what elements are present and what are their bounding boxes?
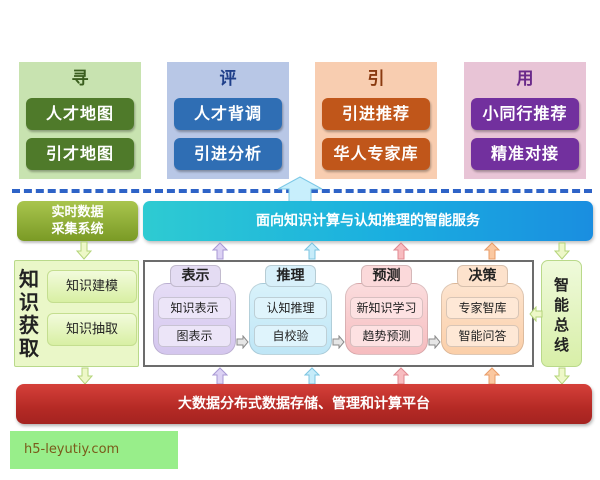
- cognitive-reasoning-button[interactable]: 认知推理: [254, 297, 327, 319]
- intelligent-bus-label: 智 能 总 线: [541, 275, 582, 355]
- panel-title: 寻: [71, 69, 89, 89]
- bus-char: 线: [553, 336, 569, 354]
- realtime-line2: 采集系统: [51, 222, 104, 237]
- panel-find: 寻 人才地图 引才地图: [19, 62, 141, 179]
- watermark: h5-leyutiy.com: [10, 431, 178, 469]
- peer-recommend-button[interactable]: 小同行推荐: [471, 98, 579, 130]
- talent-map-button[interactable]: 人才地图: [26, 98, 134, 130]
- arrow-up-icon: [212, 242, 228, 260]
- panel-title: 用: [516, 69, 534, 89]
- realtime-data-collection[interactable]: 实时数据 采集系统: [17, 201, 138, 241]
- group-tab-reasoning[interactable]: 推理: [265, 265, 316, 287]
- graph-representation-button[interactable]: 图表示: [158, 325, 231, 347]
- group-tab-prediction[interactable]: 预测: [361, 265, 412, 287]
- arrow-up-icon: [484, 367, 500, 385]
- ka-char: 获: [19, 313, 39, 337]
- trend-prediction-button[interactable]: 趋势预测: [350, 325, 423, 347]
- knowledge-modeling-button[interactable]: 知识建模: [47, 270, 137, 303]
- ka-char: 取: [19, 336, 39, 360]
- knowledge-extraction-button[interactable]: 知识抽取: [47, 313, 137, 346]
- arrow-up-icon: [212, 367, 228, 385]
- arrow-down-icon: [554, 367, 570, 385]
- recruit-map-button[interactable]: 引才地图: [26, 138, 134, 170]
- knowledge-acquisition-label: 知 识 获 取: [18, 268, 40, 360]
- expert-think-tank-button[interactable]: 专家智库: [446, 297, 519, 319]
- self-validation-button[interactable]: 自校验: [254, 325, 327, 347]
- arrow-down-icon: [554, 242, 570, 260]
- ka-char: 知: [19, 267, 39, 291]
- panel-title: 评: [219, 69, 237, 89]
- bus-char: 智: [553, 276, 569, 294]
- arrow-right-icon: [236, 335, 249, 349]
- bus-char: 总: [553, 316, 569, 334]
- import-recommend-button[interactable]: 引进推荐: [322, 98, 430, 130]
- smart-service-bar[interactable]: 面向知识计算与认知推理的智能服务: [143, 201, 593, 241]
- smart-qa-button[interactable]: 智能问答: [446, 325, 519, 347]
- arrow-right-icon: [332, 335, 345, 349]
- panel-attract: 引 引进推荐 华人专家库: [315, 62, 437, 179]
- chinese-expert-db-button[interactable]: 华人专家库: [322, 138, 430, 170]
- group-tab-decision[interactable]: 决策: [457, 265, 508, 287]
- new-knowledge-learning-button[interactable]: 新知识学习: [350, 297, 423, 319]
- arrow-up-icon: [393, 242, 409, 260]
- arrow-up-icon: [393, 367, 409, 385]
- big-data-platform-bar[interactable]: 大数据分布式数据存储、管理和计算平台: [16, 384, 592, 424]
- arrow-left-icon: [529, 306, 543, 322]
- arrow-up-icon: [304, 367, 320, 385]
- arrow-right-icon: [428, 335, 441, 349]
- arrow-up-icon: [484, 242, 500, 260]
- arrow-down-icon: [76, 241, 92, 260]
- arrow-up-icon: [277, 176, 323, 203]
- background-check-button[interactable]: 人才背调: [174, 98, 282, 130]
- precise-match-button[interactable]: 精准对接: [471, 138, 579, 170]
- panel-use: 用 小同行推荐 精准对接: [464, 62, 586, 179]
- knowledge-representation-button[interactable]: 知识表示: [158, 297, 231, 319]
- panel-title: 引: [367, 69, 385, 89]
- arrow-up-icon: [304, 242, 320, 260]
- group-tab-representation[interactable]: 表示: [170, 265, 221, 287]
- realtime-line1: 实时数据: [51, 205, 104, 220]
- ka-char: 识: [19, 290, 39, 314]
- bus-char: 能: [553, 296, 569, 314]
- import-analysis-button[interactable]: 引进分析: [174, 138, 282, 170]
- arrow-down-icon: [77, 367, 93, 385]
- panel-evaluate: 评 人才背调 引进分析: [167, 62, 289, 179]
